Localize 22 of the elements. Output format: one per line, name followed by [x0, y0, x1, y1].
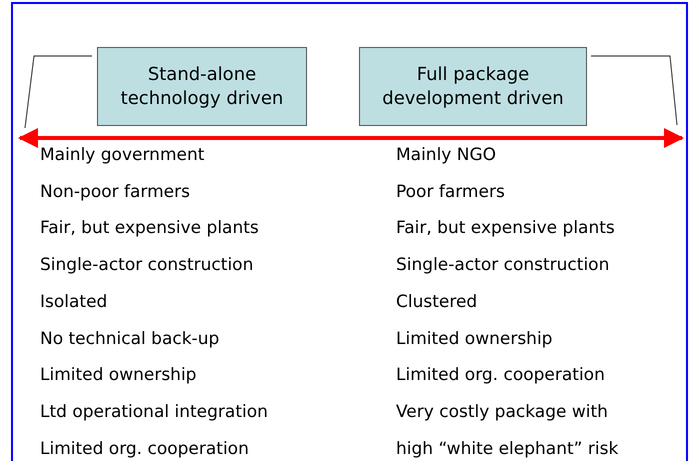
list-item: Single-actor construction — [40, 254, 254, 276]
box-title: Full package development driven — [381, 62, 565, 110]
list-item: Limited org. cooperation — [396, 364, 605, 386]
box-title: Stand-alone technology driven — [120, 62, 284, 110]
list-item: Limited org. cooperation — [40, 438, 249, 460]
list-item: Isolated — [40, 290, 108, 313]
list-item: Mainly NGO — [396, 144, 496, 166]
list-item: No technical back-up — [40, 328, 220, 350]
list-item: Ltd operational integration — [40, 400, 268, 423]
category-box — [359, 47, 587, 126]
list-item: Fair, but expensive plants — [40, 217, 259, 240]
list-item: Clustered — [396, 290, 478, 313]
list-item: Very costly package with — [396, 400, 608, 423]
list-item: Limited ownership — [396, 328, 552, 350]
list-item: Fair, but expensive plants — [396, 217, 615, 240]
category-box — [97, 47, 307, 126]
list-item: Non-poor farmers — [40, 180, 190, 203]
list-item: high “white elephant” risk — [396, 438, 618, 460]
list-item: Limited ownership — [40, 364, 196, 386]
list-item: Poor farmers — [396, 180, 505, 203]
list-item: Mainly government — [40, 144, 204, 166]
list-item: Single-actor construction — [396, 254, 610, 276]
